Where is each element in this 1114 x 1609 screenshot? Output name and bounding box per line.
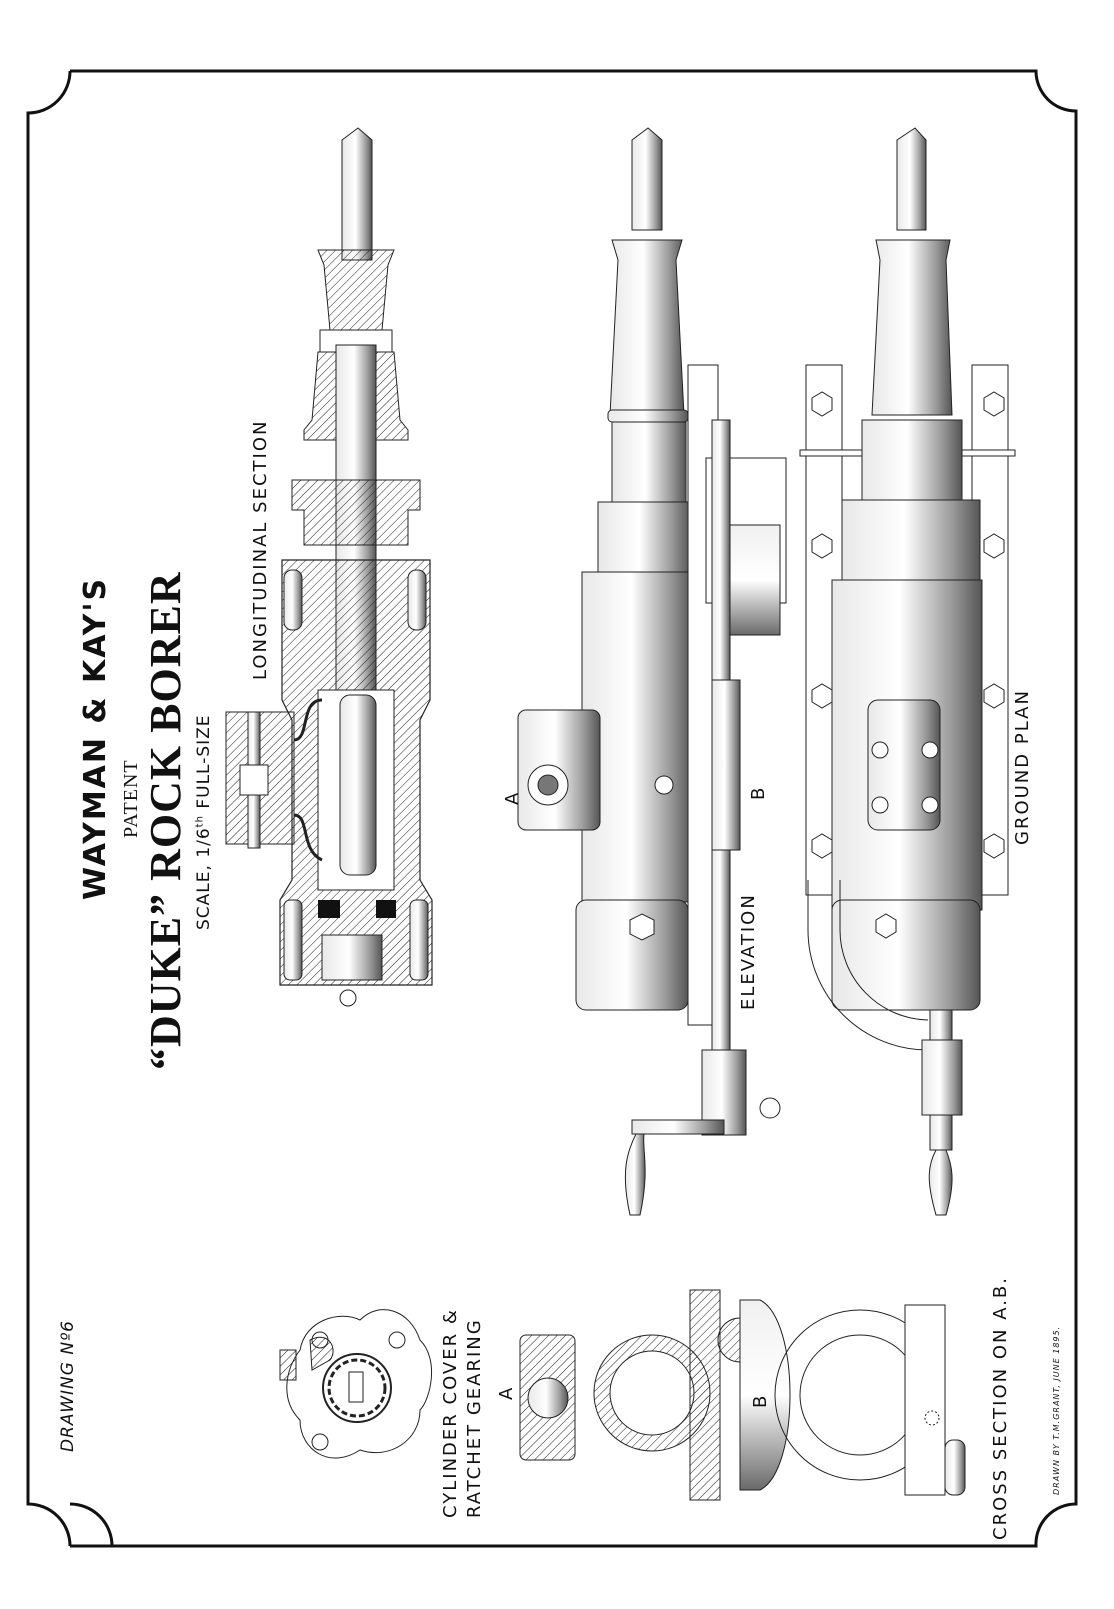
marker-elevation-b: B [748, 787, 769, 800]
label-longitudinal-section: LONGITUDINAL SECTION [250, 419, 271, 680]
scale-value: 1/6 [194, 827, 214, 858]
marker-elevation-a: A [502, 792, 523, 805]
elevation-drawing [517, 127, 787, 1216]
product-title: “DUKE” ROCK BORER [141, 571, 190, 1070]
label-elevation: ELEVATION [738, 893, 759, 1010]
cylinder-cover-drawing [279, 1309, 433, 1459]
scale-suffix: FULL-SIZE [194, 714, 214, 809]
cross-section-drawing [519, 1289, 966, 1501]
label-cylinder-cover-line2: RATCHET GEARING [464, 1318, 485, 1518]
company-name: WAYMAN & KAY'S [78, 576, 113, 900]
label-ground-plan: GROUND PLAN [1012, 689, 1033, 845]
ground-plan-drawing [799, 127, 1016, 1216]
scale-note: SCALE, 1/6th FULL-SIZE [194, 714, 214, 930]
longitudinal-section-drawing [225, 127, 433, 1007]
scale-sup: th [194, 815, 206, 828]
label-cylinder-cover-line1: CYLINDER COVER & [440, 1308, 461, 1518]
marker-cross-a: A [496, 1387, 517, 1400]
label-cross-section: CROSS SECTION ON A.B. [990, 1276, 1011, 1540]
marker-cross-b: B [750, 1395, 771, 1408]
draftsman-credit: DRAWN BY T.M.GRANT, JUNE 1895. [1052, 1325, 1061, 1495]
drawing-number: DRAWING Nº6 [58, 1320, 78, 1452]
scale-prefix: SCALE, [194, 864, 214, 930]
sheet-border [26, 69, 1078, 1548]
